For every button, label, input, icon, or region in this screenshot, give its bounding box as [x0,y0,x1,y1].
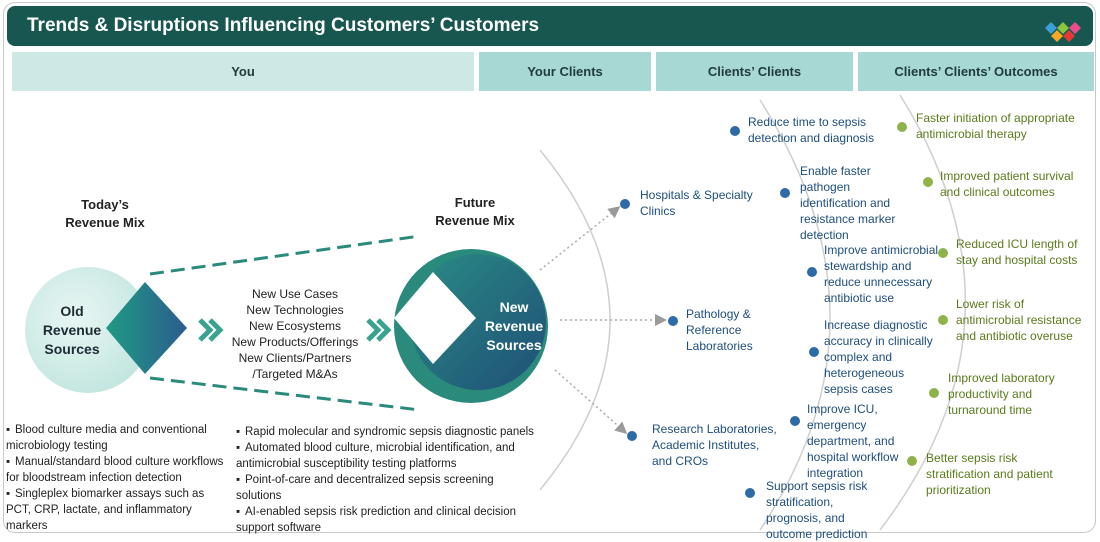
list-item: ▪Point-of-care and decentralized sepsis … [236,474,494,502]
outcome-item-3: Reduced ICU length of stay and hospital … [956,237,1078,267]
outer-frame [3,2,1096,533]
old-source-text: Manual/standard blood culture workflows … [6,456,224,484]
cc-item-6: Support sepsis risk stratification, prog… [766,479,868,541]
transformation-list: New Use Cases New Technologies New Ecosy… [226,286,364,382]
transformation-item: New Ecosystems [248,319,342,333]
client-hospitals: Hospitals & Specialty Clinics [640,188,753,218]
old-revenue-line3: Sources [44,341,100,357]
chevron-arrows-left-icon [198,318,224,342]
dot-outcome-1 [897,122,907,132]
old-revenue-label: Old Revenue Sources [32,302,112,359]
outcome-item-1: Faster initiation of appropriate antimic… [916,111,1075,141]
transformation-item: New Use Cases [251,287,339,301]
dot-cc-3 [807,267,817,277]
new-revenue-label: New Revenue Sources [475,298,553,355]
dot-pathology [668,316,678,326]
brand-logo-icon [1045,22,1081,42]
header-your-clients: Your Clients [479,52,651,91]
chevron-arrows-right-icon [366,318,392,342]
today-title-line2: Revenue Mix [65,215,145,230]
old-source-text: Blood culture media and conventional mic… [6,424,207,452]
list-item: ▪Singleplex biomarker assays such as PCT… [6,488,205,532]
outcome-item-5: Improved laboratory productivity and tur… [948,371,1055,417]
cc-item-3: Improve antimicrobial stewardship and re… [824,243,939,305]
new-source-text: Point-of-care and decentralized sepsis s… [236,474,494,502]
arrow-to-hospitals [539,206,621,271]
dot-cc-1 [730,126,740,136]
header-you: You [12,52,474,91]
arrow-to-research [554,369,628,434]
list-item: ▪Manual/standard blood culture workflows… [6,456,224,484]
old-revenue-line2: Revenue [42,322,102,338]
client-research: Research Laboratories, Academic Institut… [652,422,777,468]
transformation-item: New Products/Offerings [231,335,359,349]
outcome-item-6: Better sepsis risk stratification and pa… [926,451,1053,497]
dot-outcome-6 [907,456,917,466]
arc-clients-clients [759,99,831,531]
transformation-item: New Clients/Partners [238,351,352,365]
outcome-item-4: Lower risk of antimicrobial resistance a… [956,297,1082,343]
page-title: Trends & Disruptions Influencing Custome… [27,15,540,36]
dot-cc-4 [809,347,819,357]
list-item: ▪Automated blood culture, microbial iden… [236,442,515,470]
title-bar: Trends & Disruptions Influencing Custome… [7,6,1093,46]
header-clients-clients: Clients’ Clients [656,52,853,91]
dot-cc-5 [790,416,800,426]
today-title-line1: Today’s [81,197,129,212]
dot-cc-2 [780,188,790,198]
arc-your-clients [539,149,611,491]
dot-outcome-2 [923,177,933,187]
new-source-text: AI-enabled sepsis risk prediction and cl… [236,506,517,534]
dot-research [627,431,637,441]
old-sources-list: ▪Blood culture media and conventional mi… [6,422,231,534]
dashed-connector-top [149,234,421,276]
old-revenue-line1: Old [60,303,84,319]
cc-item-4: Increase diagnostic accuracy in clinical… [824,318,933,396]
dot-outcome-4 [938,315,948,325]
new-revenue-line2: Revenue [484,318,544,334]
today-title: Today’s Revenue Mix [50,196,160,232]
dot-outcome-3 [938,248,948,258]
cc-item-1: Reduce time to sepsis detection and diag… [748,115,875,145]
cc-item-2: Enable faster pathogen identification an… [800,164,896,242]
header-outcomes: Clients’ Clients’ Outcomes [858,52,1094,91]
future-title-line1: Future [454,195,496,210]
cc-item-5: Improve ICU, emergency department, and h… [807,402,899,480]
list-item: ▪Rapid molecular and syndromic sepsis di… [236,426,534,438]
client-pathology: Pathology & Reference Laboratories [686,307,753,353]
new-source-text: Rapid molecular and syndromic sepsis dia… [245,426,534,438]
old-revenue-circle [25,267,151,393]
new-sources-list: ▪Rapid molecular and syndromic sepsis di… [236,424,536,536]
dot-cc-6 [745,488,755,498]
old-source-text: Singleplex biomarker assays such as PCT,… [6,488,205,532]
new-revenue-line1: New [499,299,529,315]
transformation-item: New Technologies [246,303,344,317]
arc-outcomes [879,94,967,531]
transformation-item: /Targeted M&As [252,367,338,381]
dot-hospitals [620,199,630,209]
list-item: ▪AI-enabled sepsis risk prediction and c… [236,506,517,534]
old-revenue-diamond [106,282,187,374]
dashed-connector-bottom [149,376,421,412]
future-title-line2: Revenue Mix [435,213,515,228]
list-item: ▪Blood culture media and conventional mi… [6,424,207,452]
new-source-text: Automated blood culture, microbial ident… [236,442,515,470]
dot-outcome-5 [929,388,939,398]
new-revenue-line3: Sources [486,337,542,353]
new-revenue-diamond [394,272,476,364]
outcome-item-2: Improved patient survival and clinical o… [940,169,1074,199]
future-title: Future Revenue Mix [420,194,530,230]
